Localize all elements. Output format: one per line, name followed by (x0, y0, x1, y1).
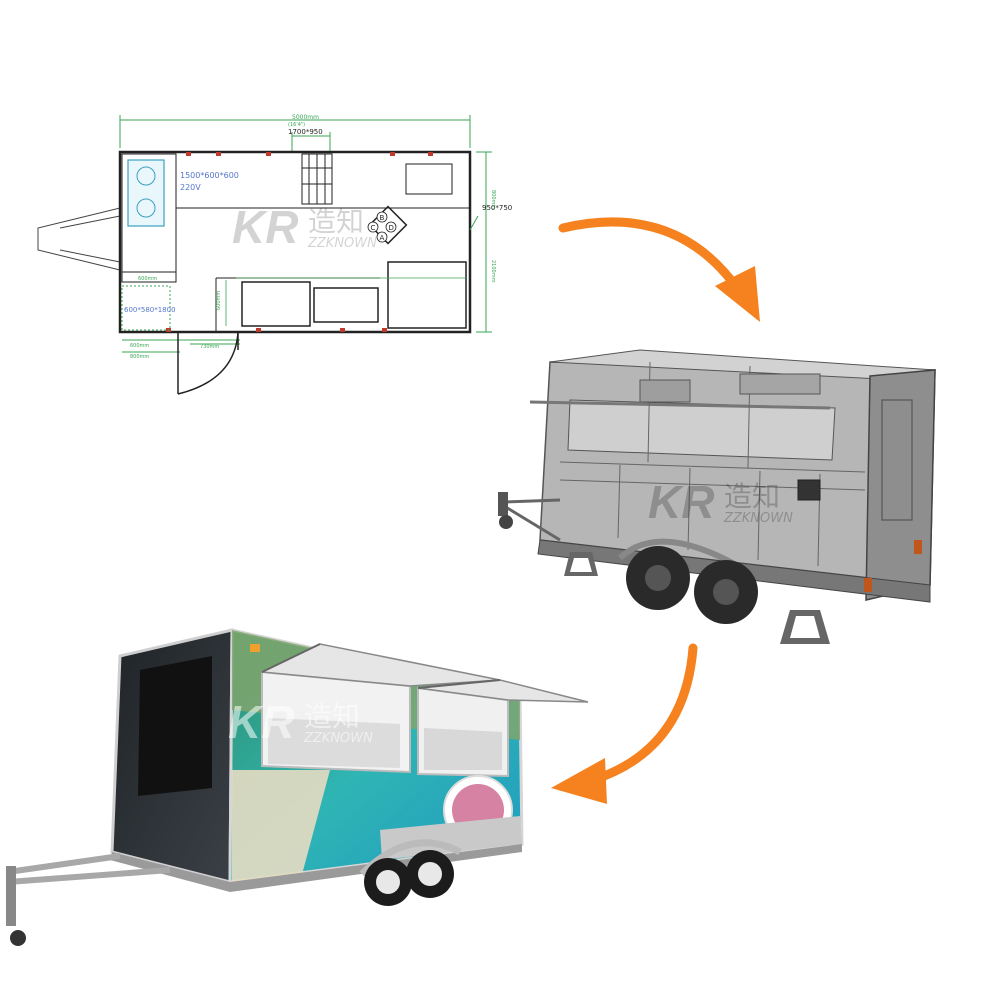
total-dim-label: 5000mm (292, 114, 319, 121)
side-dim-label: 950*750 (482, 204, 512, 212)
floorplan-door (177, 331, 239, 395)
counter-dim-label: 600mm (216, 291, 222, 310)
svg-text:730mm: 730mm (200, 344, 219, 350)
svg-text:造知: 造知 (308, 205, 364, 238)
svg-text:B: B (380, 214, 385, 222)
sink (127, 159, 165, 227)
cabinet-dim-label: 600*580*1800 (124, 306, 176, 314)
finished-trailer-photo (0, 620, 600, 965)
window-grille (301, 153, 333, 205)
floorplan-outline (118, 150, 472, 334)
watermark-3d: KR 造知 ZZKNOWN (648, 470, 818, 540)
floorplan-right-dimension (469, 151, 492, 333)
svg-text:C: C (371, 224, 376, 232)
watermark-photo: KR 造知 ZZKNOWN (228, 690, 398, 760)
total-dim-ft-label: (16'4") (288, 122, 305, 128)
svg-text:600mm: 600mm (130, 343, 149, 349)
svg-text:D: D (389, 224, 394, 232)
arrow-right-down-icon (555, 210, 775, 330)
svg-text:A: A (380, 234, 385, 242)
fridge-dim-label: 1500*600*600 (180, 171, 239, 180)
counter-box-2 (313, 287, 379, 323)
trailer-3d-model (490, 340, 950, 660)
floorplan-drawing: 5000mm (16'4") 1700*950 1500*600*600 220… (37, 114, 512, 395)
svg-text:KR: KR (648, 476, 714, 528)
right-dim-2-label: 2100mm (490, 260, 496, 283)
window-dim-label: 1700*950 (288, 128, 323, 136)
watermark-floorplan: KR 造知 ZZKNOWN (232, 195, 402, 265)
cabinet-area (121, 285, 171, 331)
left-dim-label: 600mm (138, 276, 157, 282)
arrow-left-down-icon (545, 640, 705, 810)
floorplan-panel: 5000mm (16'4") 1700*950 1500*600*600 220… (30, 110, 512, 400)
right-dim-1-label: 800mm (490, 190, 496, 209)
svg-text:造知: 造知 (724, 480, 780, 513)
voltage-label: 220V (180, 183, 201, 192)
floorplan-bottom-dimension (122, 339, 240, 353)
floorplan-legend: B C D A (367, 205, 408, 245)
svg-text:800mm: 800mm (130, 354, 149, 360)
counter-box-1 (241, 281, 311, 327)
svg-text:KR: KR (232, 201, 298, 253)
counter-box-3 (387, 261, 467, 329)
floorplan-top-dimension (119, 115, 471, 152)
svg-text:KR: KR (228, 696, 294, 748)
floorplan-hitch (37, 207, 121, 271)
svg-text:造知: 造知 (304, 700, 360, 733)
svg-text:ZZKNOWN: ZZKNOWN (307, 236, 377, 251)
svg-text:ZZKNOWN: ZZKNOWN (723, 511, 793, 526)
cooktop (405, 163, 453, 195)
svg-text:ZZKNOWN: ZZKNOWN (303, 731, 373, 746)
